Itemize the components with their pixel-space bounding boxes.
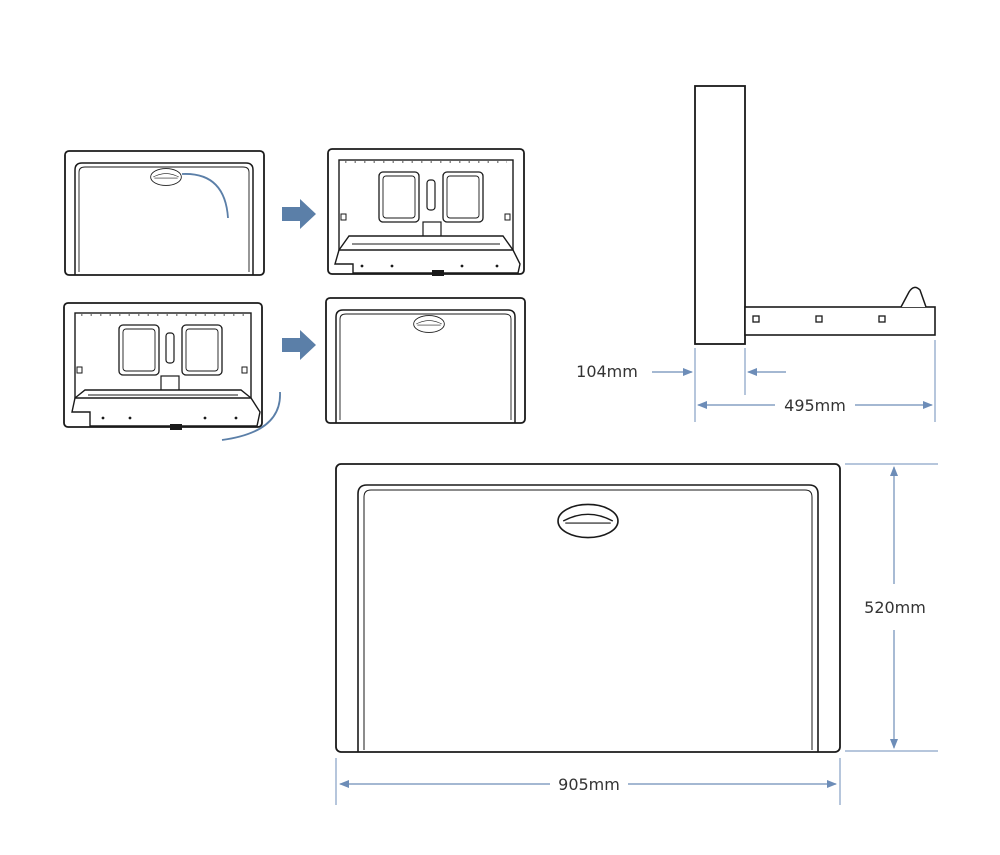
- right-arrow-icon: [282, 199, 316, 229]
- step1-closed-unit: [64, 150, 265, 276]
- dimension-width: 905mm: [335, 758, 841, 805]
- curved-motion-arrow-icon: [181, 173, 229, 219]
- dimension-depth-closed: 104mm: [576, 348, 786, 422]
- step2-open-unit: [327, 148, 525, 276]
- width-label: 905mm: [558, 775, 620, 794]
- dimension-depth-open: 495mm: [697, 340, 936, 422]
- right-arrow-icon: [282, 330, 316, 360]
- step3-open-unit: [63, 302, 281, 441]
- depth-open-label: 495mm: [784, 396, 846, 415]
- depth-closed-label: 104mm: [576, 362, 638, 381]
- dimension-height: 520mm: [845, 463, 938, 752]
- side-profile-view: [694, 85, 936, 345]
- front-view: [335, 463, 841, 753]
- height-label: 520mm: [864, 598, 926, 617]
- curved-motion-arrow-icon: [221, 391, 281, 441]
- step4-closed-unit: [325, 297, 526, 424]
